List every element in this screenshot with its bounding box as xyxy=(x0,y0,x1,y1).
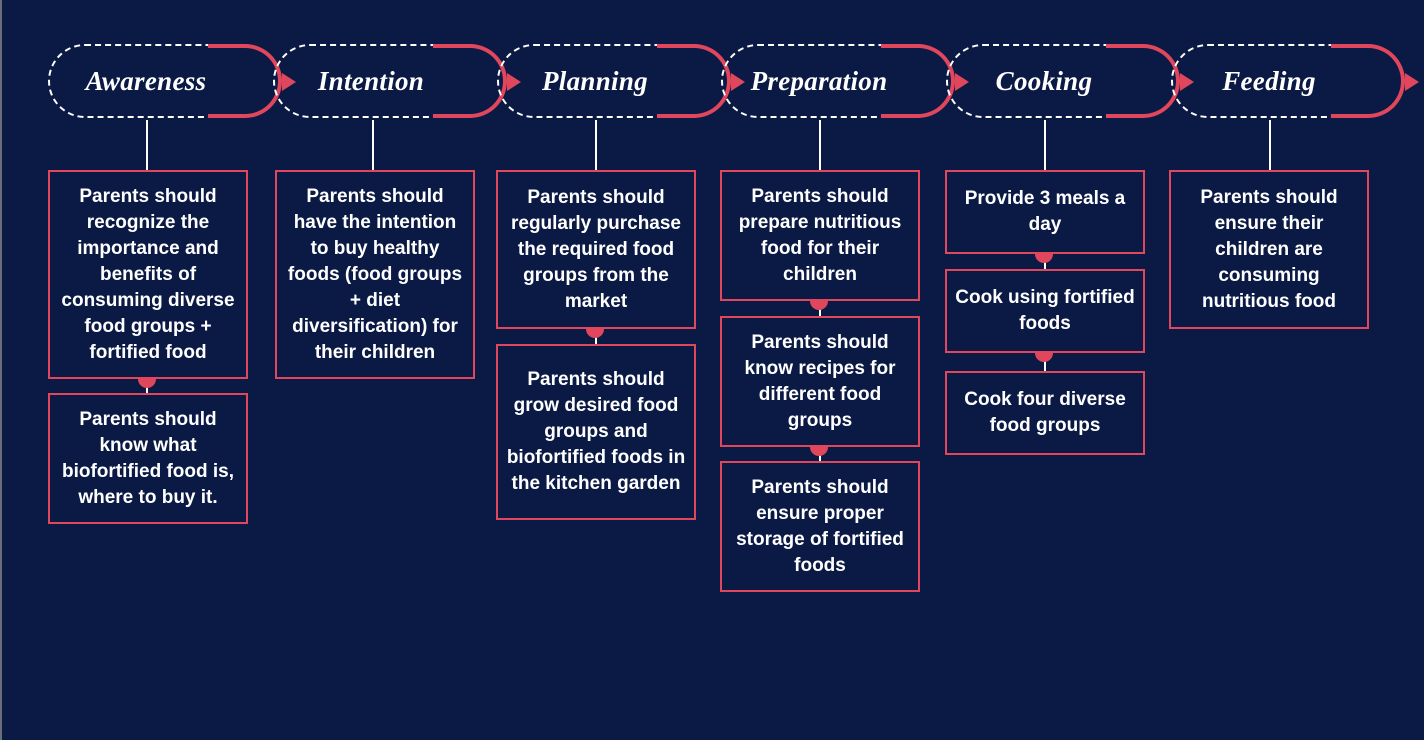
stage-pill xyxy=(48,44,244,118)
step-box: Parents should have the intention to buy… xyxy=(275,170,475,379)
stage-title: Feeding xyxy=(1222,65,1316,96)
step-box: Parents should prepare nutritious food f… xyxy=(720,170,920,301)
step-box: Parents should regularly purchase the re… xyxy=(496,170,696,329)
connector-dot xyxy=(1035,254,1053,263)
stage-title: Preparation xyxy=(750,65,888,96)
step-box: Parents should ensure proper storage of … xyxy=(720,461,920,592)
step-box: Parents should recognize the importance … xyxy=(48,170,248,379)
stage-preparation: Preparation xyxy=(721,44,969,122)
connector xyxy=(1044,353,1046,371)
connector xyxy=(819,120,821,170)
step-box: Cook using fortified foods xyxy=(945,269,1145,353)
connector xyxy=(146,120,148,170)
stage-pill xyxy=(1171,44,1367,118)
connector-dot xyxy=(1035,353,1053,362)
step-box: Parents should ensure their children are… xyxy=(1169,170,1369,329)
stage-title: Planning xyxy=(542,65,648,96)
connector-dot xyxy=(586,329,604,338)
step-box: Parents should grow desired food groups … xyxy=(496,344,696,520)
stage-cooking: Cooking xyxy=(946,44,1194,122)
step-box: Provide 3 meals a day xyxy=(945,170,1145,254)
stage-intention: Intention xyxy=(273,44,521,122)
connector xyxy=(1269,120,1271,170)
step-box: Parents should know what biofortified fo… xyxy=(48,393,248,524)
step-box: Cook four diverse food groups xyxy=(945,371,1145,455)
stage-feeding: Feeding xyxy=(1171,44,1419,122)
stage-pill xyxy=(273,44,469,118)
connector xyxy=(372,120,374,170)
arrow-right-icon xyxy=(1405,73,1419,91)
step-box: Parents should know recipes for differen… xyxy=(720,316,920,447)
connector xyxy=(595,120,597,170)
stage-planning: Planning xyxy=(497,44,745,122)
stage-pill xyxy=(497,44,693,118)
connector xyxy=(1044,120,1046,170)
stage-title: Awareness xyxy=(85,65,207,96)
connector-dot xyxy=(810,447,828,456)
stage-pill xyxy=(946,44,1142,118)
stage-title: Cooking xyxy=(995,65,1093,96)
connector-dot xyxy=(138,379,156,388)
stage-pill xyxy=(721,44,917,118)
stage-arrow-arc xyxy=(1331,44,1405,118)
connector-dot xyxy=(810,301,828,310)
stage-awareness: Awareness xyxy=(48,44,296,122)
stage-title: Intention xyxy=(317,65,425,96)
